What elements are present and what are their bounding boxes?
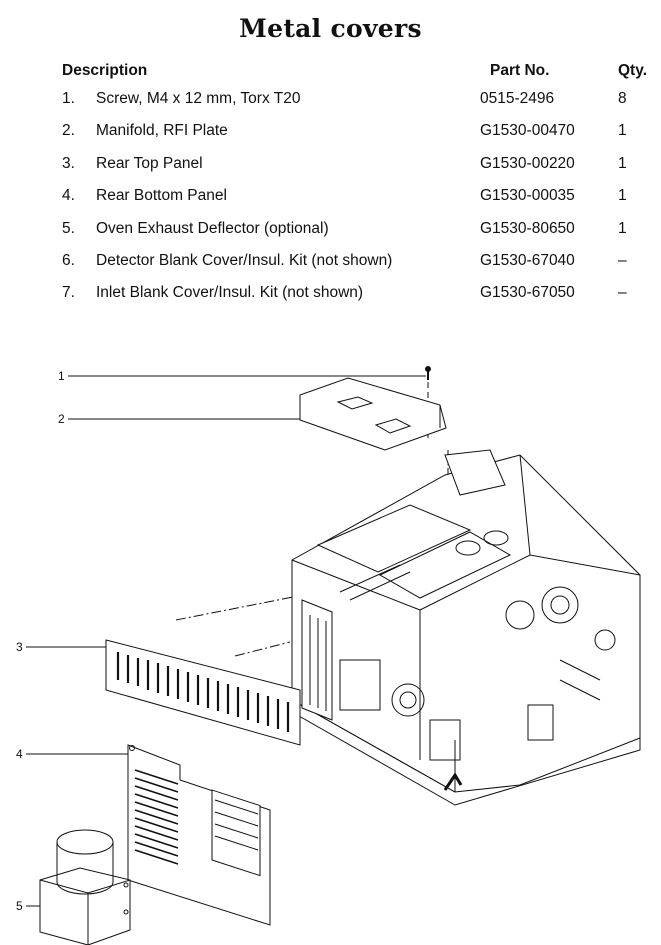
row-qty: 1 — [618, 219, 627, 237]
callout-number: 2 — [58, 412, 65, 426]
row-number: 7. — [62, 284, 75, 302]
table-header-row: Description Part No. Qty. — [62, 58, 647, 86]
gc-chassis — [291, 449, 641, 806]
row-part-no: G1530-67040 — [480, 251, 575, 269]
callout-number: 3 — [16, 640, 23, 654]
row-qty: 8 — [618, 90, 627, 107]
row-description: Oven Exhaust Deflector (optional) — [96, 219, 329, 237]
row-qty: 1 — [618, 187, 627, 205]
header-part-no: Part No. — [490, 62, 550, 79]
row-part-no: G1530-00470 — [480, 122, 575, 140]
parts-table: Description Part No. Qty. 1. Screw, M4 x… — [62, 58, 647, 313]
row-description: Rear Top Panel — [96, 154, 203, 172]
row-part-no: G1530-00220 — [480, 154, 575, 172]
rear-top-panel-part — [105, 639, 301, 746]
row-part-no: G1530-80650 — [480, 219, 575, 237]
header-description: Description — [62, 62, 148, 79]
rfi-plate-part — [299, 377, 447, 451]
page-title: Metal covers — [239, 14, 422, 43]
row-part-no: G1530-00035 — [480, 187, 575, 205]
header-qty: Qty. — [618, 62, 647, 79]
row-number: 2. — [62, 122, 75, 140]
table-row: 1. Screw, M4 x 12 mm, Torx T20 0515-2496… — [62, 86, 642, 118]
row-qty: 1 — [618, 154, 627, 172]
row-number: 3. — [62, 154, 75, 172]
table-row: 7. Inlet Blank Cover/Insul. Kit (not sho… — [62, 280, 642, 312]
oven-exhaust-deflector-part — [39, 829, 131, 945]
exploded-view-diagram: 1 2 3 4 5 — [16, 366, 641, 945]
row-number: 5. — [62, 219, 75, 237]
row-number: 6. — [62, 251, 75, 269]
callout-number: 1 — [58, 369, 65, 383]
row-qty: 1 — [618, 122, 627, 140]
rear-bottom-panel-part — [127, 744, 271, 926]
row-number: 1. — [62, 90, 75, 107]
table-row: 2. Manifold, RFI Plate G1530-00470 1 — [62, 118, 642, 150]
row-description: Screw, M4 x 12 mm, Torx T20 — [96, 90, 301, 107]
row-qty: – — [618, 284, 627, 302]
row-part-no: G1530-67050 — [480, 284, 575, 302]
row-description: Detector Blank Cover/Insul. Kit (not sho… — [96, 251, 393, 269]
row-description: Manifold, RFI Plate — [96, 122, 228, 140]
row-number: 4. — [62, 187, 75, 205]
table-row: 3. Rear Top Panel G1530-00220 1 — [62, 151, 642, 183]
callout-number: 5 — [16, 899, 23, 913]
table-row: 6. Detector Blank Cover/Insul. Kit (not … — [62, 248, 642, 280]
screw-part — [425, 366, 431, 440]
row-description: Inlet Blank Cover/Insul. Kit (not shown) — [96, 284, 364, 302]
row-part-no: 0515-2496 — [480, 90, 555, 107]
table-row: 5. Oven Exhaust Deflector (optional) G15… — [62, 216, 642, 248]
callout-number: 4 — [16, 747, 23, 761]
row-description: Rear Bottom Panel — [96, 187, 227, 205]
table-row: 4. Rear Bottom Panel G1530-00035 1 — [62, 183, 642, 215]
row-qty: – — [618, 251, 627, 269]
